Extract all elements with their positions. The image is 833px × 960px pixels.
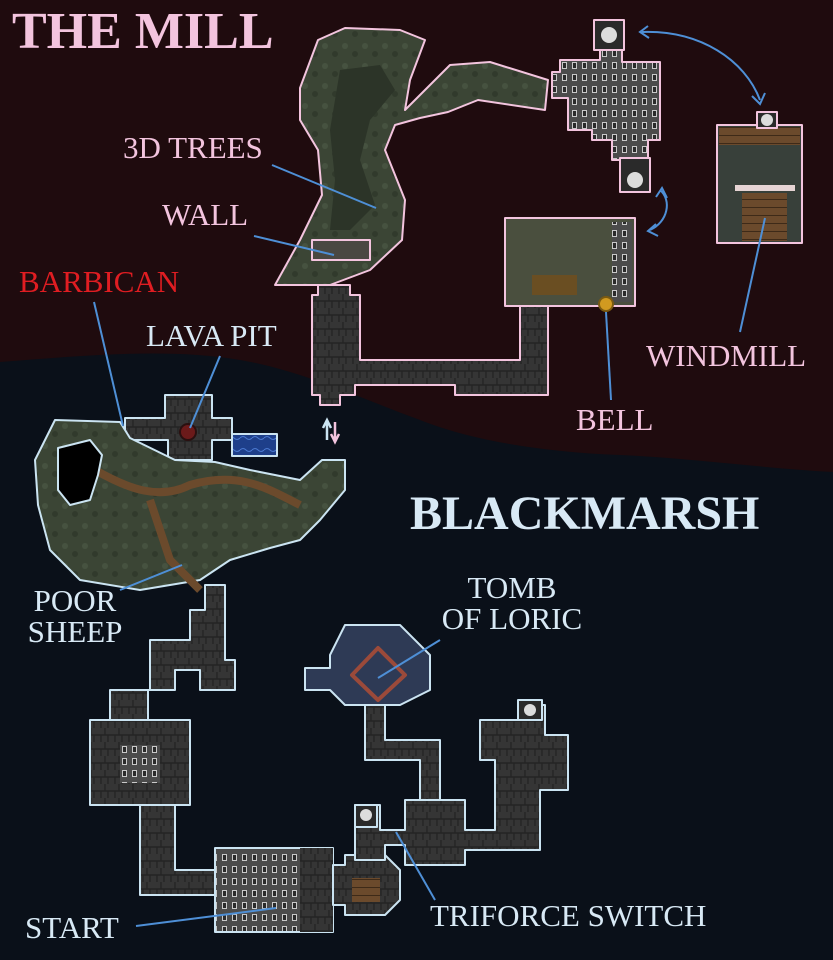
start-east-crate xyxy=(352,878,380,902)
pointer-bell xyxy=(605,311,612,401)
label-tomb-of-loric: TOMB OF LORIC xyxy=(441,570,583,636)
label-windmill: WINDMILL xyxy=(646,338,807,373)
west-hall-grate xyxy=(120,745,160,783)
mill-area xyxy=(274,19,803,406)
label-wall: WALL xyxy=(162,197,249,232)
pointer-sheep xyxy=(119,564,183,591)
pointer-wall xyxy=(253,235,335,256)
windmill-cap-light xyxy=(761,114,773,126)
lava-pool xyxy=(231,433,278,457)
bell-room-crates xyxy=(532,275,577,295)
arrow-head-a xyxy=(638,25,650,39)
windmill-roof xyxy=(719,127,800,145)
mill-links xyxy=(638,25,766,237)
pointer-tomb xyxy=(377,639,441,679)
lava-pit-marker xyxy=(179,423,197,441)
triforce-switch-light xyxy=(360,809,372,821)
pointer-lava xyxy=(189,355,221,429)
swap-arrows-icon xyxy=(321,417,341,446)
pointer-windmill xyxy=(739,217,766,333)
pointer-triforce xyxy=(395,831,436,901)
arrow-head-b xyxy=(751,92,766,106)
bell-room-wall xyxy=(612,222,632,302)
tomb-corridor xyxy=(364,699,441,801)
blackmarsh-area xyxy=(34,394,569,933)
windmill-beam xyxy=(735,185,795,191)
forest-inner-trail xyxy=(330,65,395,230)
region-title-mill: THE MILL xyxy=(12,3,274,60)
region-title-blackmarsh: BLACKMARSH xyxy=(410,487,760,540)
label-bell: BELL xyxy=(576,402,654,437)
mill-corridor xyxy=(311,284,549,406)
east-tower-light xyxy=(524,704,536,716)
pointer-lines xyxy=(93,164,766,927)
windmill-floor xyxy=(742,193,787,241)
pointer-barbican xyxy=(93,301,124,427)
label-barbican: BARBICAN xyxy=(19,264,180,299)
curved-double-arrow-icon xyxy=(649,189,668,231)
label-poor-sheep: POOR SHEEP xyxy=(27,583,123,649)
label-triforce-switch: TRIFORCE SWITCH xyxy=(430,898,707,933)
marsh-field xyxy=(34,419,346,591)
pointer-trees xyxy=(271,164,377,209)
label-lava-pit: LAVA PIT xyxy=(146,318,277,353)
bell-icon xyxy=(598,296,614,312)
tower-top-light xyxy=(601,27,617,43)
tower-bottom-light xyxy=(627,172,643,188)
dark-pool xyxy=(57,439,103,506)
arrow-head-c xyxy=(655,186,668,199)
label-start: START xyxy=(25,910,119,945)
arrow-head-d xyxy=(646,223,659,237)
label-3d-trees: 3D TREES xyxy=(123,130,263,165)
pointer-start xyxy=(135,907,277,927)
start-hall-floor xyxy=(300,848,333,932)
curved-double-arrow-icon xyxy=(641,30,761,101)
stone-wall-strip xyxy=(311,239,371,261)
marsh-dirt-path xyxy=(93,466,302,593)
